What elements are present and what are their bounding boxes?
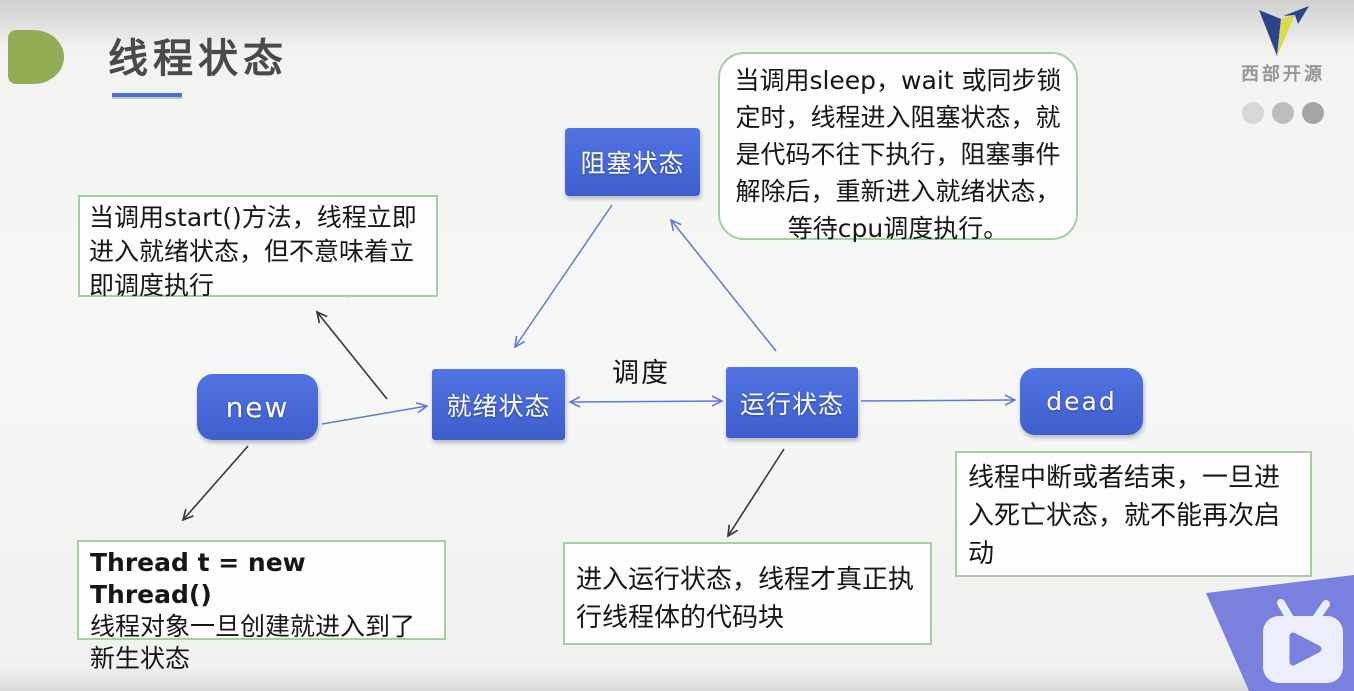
edge-ready-running-bidirectional bbox=[568, 395, 724, 408]
edge-new-to-ready bbox=[321, 401, 429, 425]
node-new-state: new bbox=[197, 374, 318, 440]
dot-icon bbox=[1272, 102, 1294, 124]
logo-yellow-face bbox=[1277, 15, 1295, 56]
logo-left-wing bbox=[1259, 10, 1281, 56]
edge-running-to-running-note bbox=[726, 448, 785, 538]
dot-icon bbox=[1302, 102, 1324, 124]
edge-running-to-dead bbox=[860, 394, 1017, 406]
note-start-method: 当调用start()方法，线程立即进入就绪状态，但不意味着立即调度执行 bbox=[78, 195, 438, 300]
page-title: 线程状态 bbox=[108, 36, 288, 82]
node-dead-state: dead bbox=[1020, 368, 1143, 435]
edge-new-to-new-note bbox=[181, 445, 249, 522]
leaf-accent-icon bbox=[8, 30, 64, 84]
bottom-shade bbox=[0, 667, 1354, 691]
edge-ready-to-start-note bbox=[315, 310, 388, 400]
note-new-thread: Thread t = new Thread() 线程对象一旦创建就进入到了新生状… bbox=[77, 540, 446, 673]
brand-logo-icon bbox=[1259, 6, 1309, 56]
edge-label-schedule: 调度 bbox=[612, 358, 670, 389]
node-running-state: 运行状态 bbox=[726, 367, 858, 438]
dot-icon bbox=[1242, 102, 1264, 124]
note-dead-explanation: 线程中断或者结束，一旦进入死亡状态，就不能再次启动 bbox=[955, 451, 1312, 577]
brand-dots bbox=[1218, 102, 1348, 124]
note-running-explanation: 进入运行状态，线程才真正执行线程体的代码块 bbox=[563, 542, 932, 645]
note-blocked-explanation: 当调用sleep，wait 或同步锁定时，线程进入阻塞状态，就是代码不往下执行，… bbox=[718, 52, 1078, 243]
brand-logo-text: 西部开源 bbox=[1241, 64, 1325, 85]
note-new-thread-code: Thread t = new Thread() bbox=[90, 548, 306, 609]
node-blocked-state: 阻塞状态 bbox=[565, 128, 700, 196]
logo-right-wing bbox=[1283, 6, 1309, 24]
node-ready-state: 就绪状态 bbox=[432, 369, 565, 440]
brand-area: 西部开源 bbox=[1218, 6, 1348, 124]
note-new-thread-text: 线程对象一旦创建就进入到了新生状态 bbox=[90, 612, 416, 673]
edge-blocked-to-ready bbox=[513, 204, 613, 349]
top-shade bbox=[0, 0, 1354, 50]
title-underline bbox=[112, 93, 182, 97]
